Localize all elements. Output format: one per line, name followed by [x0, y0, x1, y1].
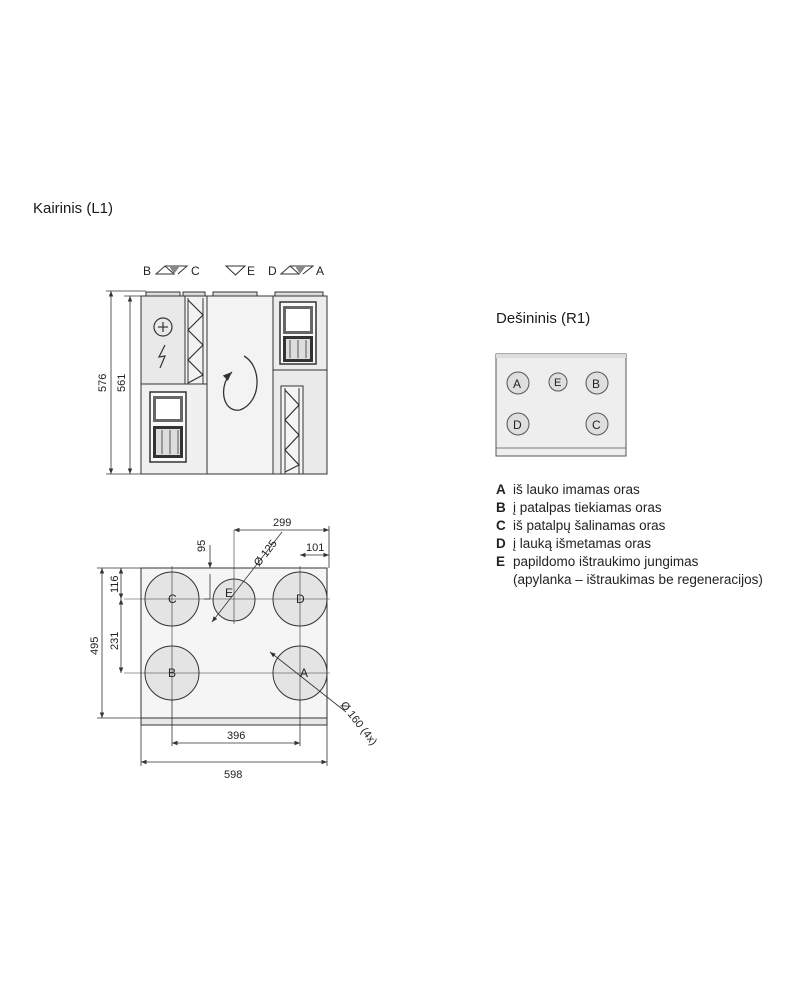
legend-key: C — [496, 518, 506, 533]
legend-key: D — [496, 536, 506, 551]
port-symbol-d-a — [279, 265, 315, 275]
title-right-variant: Dešininis (R1) — [496, 310, 591, 327]
legend-key: B — [496, 500, 506, 515]
dim-299: 299 — [273, 517, 291, 529]
legend-key: E — [496, 554, 506, 569]
legend-text: į lauką išmetamas oras — [513, 536, 652, 551]
r1-port-label-e: E — [554, 377, 561, 389]
r1-port-circle-a — [506, 371, 530, 395]
r1-port-circle-b — [585, 371, 609, 395]
r1-port-label-a: A — [513, 377, 521, 391]
dim-95: 95 — [196, 540, 208, 552]
legend-item-b: B į patalpas tiekiamas oras — [496, 499, 763, 517]
side-port-label-e: E — [247, 264, 255, 278]
lightning-icon — [157, 344, 166, 369]
r1-port-circle-d — [506, 412, 530, 436]
heater-icon — [153, 317, 173, 337]
rotation-arrow-icon — [222, 355, 258, 411]
port-label-a: A — [300, 666, 308, 680]
r1-port-label-d: D — [513, 418, 522, 432]
title-left-variant: Kairinis (L1) — [33, 200, 114, 217]
legend-text: iš lauko imamas oras — [513, 482, 640, 497]
legend-item-c: C iš patalpų šalinamas oras — [496, 517, 763, 535]
port-label-b: B — [168, 666, 176, 680]
side-view: B C E D A — [106, 264, 328, 475]
fan-icon-upper — [279, 301, 317, 365]
legend-text: į patalpas tiekiamas oras — [513, 500, 662, 515]
side-port-label-b: B — [143, 264, 151, 278]
legend-item-a: A iš lauko imamas oras — [496, 481, 763, 499]
legend-item-e: E papildomo ištraukimo jungimas — [496, 553, 763, 571]
legend: A iš lauko imamas oras B į patalpas tiek… — [496, 481, 763, 589]
dim-576: 576 — [97, 374, 109, 392]
r1-port-circle-c — [585, 412, 609, 436]
dim-396: 396 — [227, 730, 245, 742]
legend-item-e-continuation: (apylanka – ištraukimas be regeneracijos… — [513, 572, 763, 587]
r1-port-label-c: C — [592, 418, 601, 432]
dim-598: 598 — [224, 769, 242, 781]
r1-port-label-b: B — [592, 377, 600, 391]
dim-diameter-160: Ø 160 (4x) — [338, 699, 379, 747]
port-label-c: C — [168, 592, 177, 606]
port-label-e: E — [225, 586, 233, 600]
side-port-label-c: C — [191, 264, 200, 278]
dim-231: 231 — [109, 632, 121, 650]
legend-key: A — [496, 482, 506, 497]
port-symbol-b-c — [154, 265, 189, 275]
dim-116: 116 — [109, 575, 121, 593]
r1-port-circle-e — [548, 372, 568, 392]
dim-561: 561 — [116, 374, 128, 392]
port-label-d: D — [296, 592, 305, 606]
legend-item-d: D į lauką išmetamas oras — [496, 535, 763, 553]
right-variant-panel — [495, 353, 627, 457]
dim-diameter-125: Ø 125 — [252, 538, 280, 569]
fan-icon-lower — [149, 391, 187, 463]
side-port-label-a: A — [316, 264, 324, 278]
top-view — [97, 526, 347, 766]
legend-text: papildomo ištraukimo jungimas — [513, 554, 699, 569]
dim-101: 101 — [306, 542, 324, 554]
dim-495: 495 — [89, 637, 101, 655]
side-port-label-d: D — [268, 264, 277, 278]
legend-text: iš patalpų šalinamas oras — [513, 518, 666, 533]
port-symbol-e — [224, 265, 247, 276]
